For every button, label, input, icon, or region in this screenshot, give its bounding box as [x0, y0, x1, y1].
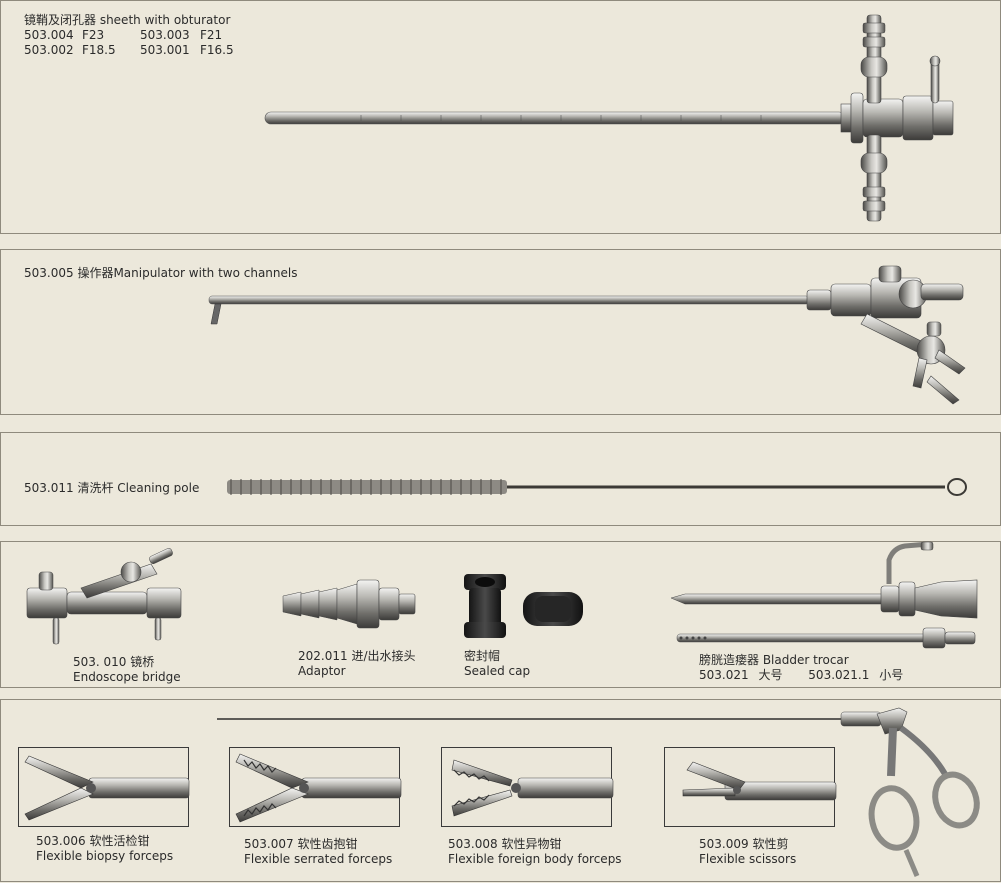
- foreign-body-forceps-label: 503.008 软性异物钳 Flexible foreign body forc…: [448, 837, 622, 867]
- cleaning-pole-image: [227, 478, 967, 496]
- adaptor-code: 202.011 进/出水接头: [298, 649, 416, 663]
- adaptor-name: Adaptor: [298, 664, 346, 678]
- serrated-forceps-frame: [229, 747, 402, 827]
- size: F16.5: [200, 43, 234, 57]
- size: F23: [82, 28, 105, 42]
- manipulator-title: 503.005 操作器Manipulator with two channels: [24, 266, 298, 280]
- code: 503.001: [140, 43, 190, 57]
- biopsy-forceps-frame: [18, 747, 190, 827]
- code: 503.002: [24, 43, 74, 57]
- sheath-codes-row-1: 503.004 F23 503.003 F21: [24, 28, 234, 43]
- biopsy-forceps-tip: [24, 755, 190, 821]
- size: F18.5: [82, 43, 116, 57]
- cleaning-panel: 503.011 清洗杆 Cleaning pole: [0, 432, 1001, 526]
- sheath-image: [264, 14, 954, 222]
- trocar-code-2: 503.021.1: [808, 668, 870, 682]
- scissors-code: 503.009 软性剪: [699, 837, 789, 851]
- trocar-size-1: 大号: [758, 668, 783, 682]
- scissors-name: Flexible scissors: [699, 852, 797, 866]
- biopsy-forceps-code: 503.006 软性活检钳: [36, 834, 150, 848]
- sealed-cap-image: [464, 574, 583, 638]
- serrated-forceps-label: 503.007 软性齿抱钳 Flexible serrated forceps: [244, 837, 392, 867]
- cap-label: 密封帽 Sealed cap: [464, 649, 530, 679]
- trocar-label: 膀胱造瘘器 Bladder trocar 503.021 大号 503.021.…: [699, 653, 903, 683]
- sheath-title: 镜鞘及闭孔器 sheeth with obturator: [24, 13, 231, 27]
- trocar-code-1: 503.021: [699, 668, 749, 682]
- biopsy-forceps-name: Flexible biopsy forceps: [36, 849, 174, 863]
- serrated-forceps-code: 503.007 软性齿抱钳: [244, 837, 358, 851]
- scissors-tip: [682, 761, 837, 801]
- serrated-forceps-tip: [235, 753, 402, 823]
- sheath-codes-row-2: 503.002 F18.5 503.001 F16.5: [24, 43, 234, 58]
- accessories-image: [26, 541, 978, 649]
- code: 503.004: [24, 28, 74, 42]
- cap-code: 密封帽: [464, 649, 501, 663]
- accessories-panel: 503. 010 镜桥 Endoscope bridge 202.011 进/出…: [0, 541, 1001, 688]
- endoscope-bridge-image: [26, 548, 182, 645]
- code: 503.003: [140, 28, 190, 42]
- foreign-body-forceps-code: 503.008 软性异物钳: [448, 837, 562, 851]
- manipulator-panel: 503.005 操作器Manipulator with two channels: [0, 249, 1001, 415]
- foreign-body-forceps-frame: [441, 747, 614, 827]
- bridge-label: 503. 010 镜桥 Endoscope bridge: [73, 655, 181, 685]
- foreign-body-forceps-name: Flexible foreign body forceps: [448, 852, 622, 866]
- size: F21: [200, 28, 223, 42]
- foreign-body-forceps-tip: [451, 759, 614, 817]
- bladder-trocar-image: [670, 541, 978, 649]
- cleaning-title: 503.011 清洗杆 Cleaning pole: [24, 481, 200, 495]
- trocar-size-2: 小号: [879, 668, 904, 682]
- bridge-code: 503. 010 镜桥: [73, 655, 155, 669]
- trocar-codes: 503.021 大号 503.021.1 小号: [699, 668, 903, 683]
- cap-name: Sealed cap: [464, 664, 531, 678]
- forceps-panel: 503.006 软性活检钳 Flexible biopsy forceps 50…: [0, 699, 1001, 882]
- bridge-name: Endoscope bridge: [73, 670, 181, 684]
- adaptor-image: [282, 579, 416, 629]
- scissors-label: 503.009 软性剪 Flexible scissors: [699, 837, 796, 867]
- trocar-name: 膀胱造瘘器 Bladder trocar: [699, 653, 849, 667]
- scissors-frame: [664, 747, 837, 827]
- manipulator-image: [208, 265, 966, 405]
- adaptor-label: 202.011 进/出水接头 Adaptor: [298, 649, 415, 679]
- serrated-forceps-name: Flexible serrated forceps: [244, 852, 393, 866]
- biopsy-forceps-label: 503.006 软性活检钳 Flexible biopsy forceps: [36, 834, 173, 864]
- flexible-instrument-image: [217, 707, 980, 877]
